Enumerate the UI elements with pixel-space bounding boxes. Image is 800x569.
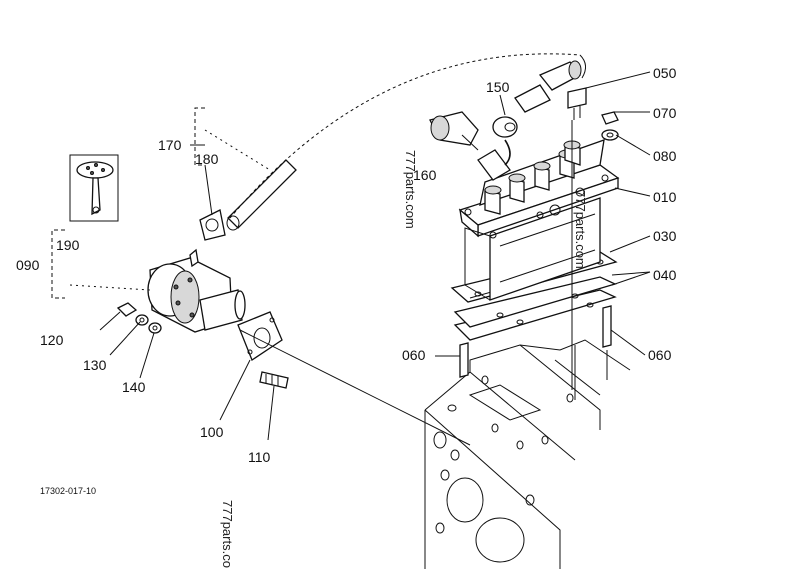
label-070: 070 bbox=[653, 105, 677, 121]
label-080: 080 bbox=[653, 148, 677, 164]
watermark-bottom: 777parts.co bbox=[220, 500, 235, 568]
inset-part-190 bbox=[69, 154, 119, 222]
delivery-valve-holders bbox=[484, 140, 581, 215]
label-060-right: 060 bbox=[648, 347, 672, 363]
hose-and-clamp bbox=[199, 159, 297, 241]
label-180: 180 bbox=[195, 151, 219, 167]
bracket-090 bbox=[51, 229, 65, 299]
label-050: 050 bbox=[653, 65, 677, 81]
mount-plate bbox=[237, 311, 289, 389]
fittings bbox=[429, 60, 582, 181]
label-160: 160 bbox=[413, 167, 437, 183]
leader-lines bbox=[69, 53, 651, 446]
watermark-top: 777parts.com bbox=[403, 150, 418, 229]
bracket-170 bbox=[194, 107, 205, 166]
stop-solenoid bbox=[147, 248, 246, 333]
engine-block bbox=[424, 339, 631, 569]
bolt-nut-washer bbox=[567, 87, 619, 141]
label-130: 130 bbox=[83, 357, 107, 373]
label-170: 170 bbox=[158, 137, 182, 153]
drawing-code: 17302-017-10 bbox=[40, 486, 96, 496]
label-190: 190 bbox=[56, 237, 80, 253]
label-110: 110 bbox=[248, 449, 271, 465]
label-140: 140 bbox=[122, 379, 146, 395]
label-100: 100 bbox=[200, 424, 224, 440]
label-090: 090 bbox=[16, 257, 40, 273]
label-150: 150 bbox=[486, 79, 510, 95]
label-030: 030 bbox=[653, 228, 677, 244]
label-010: 010 bbox=[653, 189, 677, 205]
studs bbox=[459, 305, 612, 378]
watermark-middle: 777parts.com bbox=[573, 190, 588, 269]
label-040: 040 bbox=[653, 267, 677, 283]
label-120: 120 bbox=[40, 332, 64, 348]
label-060-left: 060 bbox=[402, 347, 426, 363]
